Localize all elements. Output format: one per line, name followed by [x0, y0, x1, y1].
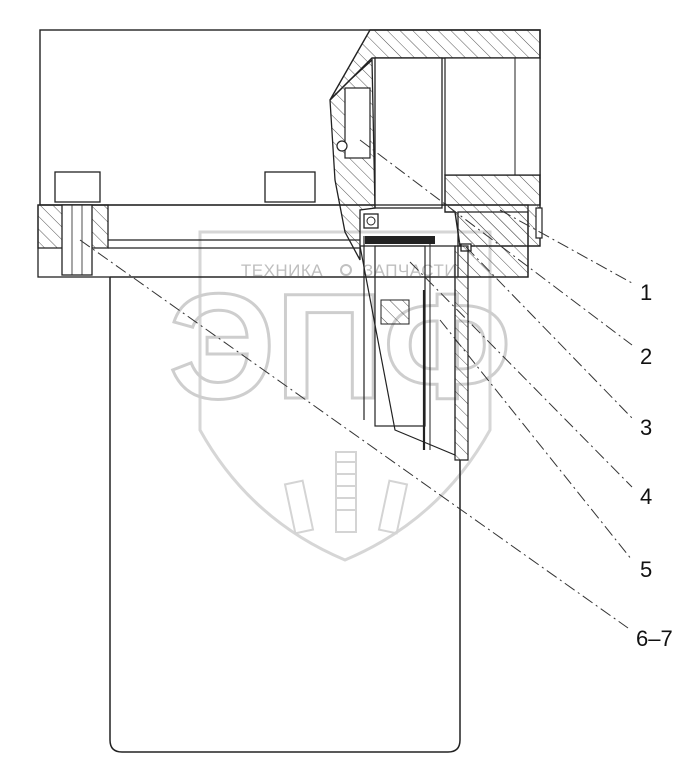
callout-3: 3 — [640, 415, 652, 440]
callout-numbers: 1 2 3 4 5 6–7 — [636, 280, 673, 651]
leader-1 — [499, 209, 633, 284]
leader-3 — [465, 246, 633, 419]
watermark-shield — [198, 230, 492, 562]
watermark-wheat-icon — [283, 451, 409, 535]
watermark-gear-icon — [340, 264, 352, 276]
callout-4: 4 — [640, 484, 652, 509]
callout-6-7: 6–7 — [636, 626, 673, 651]
leader-4 — [409, 261, 633, 488]
valve-cavity — [374, 57, 443, 209]
mounting-flange — [37, 204, 529, 278]
callout-2: 2 — [640, 344, 652, 369]
callout-1: 1 — [640, 280, 652, 305]
side-plug-right — [535, 207, 543, 239]
bleed-screw-middle — [264, 171, 316, 203]
leader-6-7 — [79, 239, 629, 629]
element-taper — [359, 245, 456, 456]
bleed-screw-left — [54, 171, 101, 203]
gasket-square — [363, 213, 379, 229]
element-cup-wall-hatched — [454, 245, 469, 461]
outlet-port-bore — [444, 57, 541, 176]
watermark-brand-right: ЗАПЧАСТИ — [363, 261, 457, 280]
element-mesh — [380, 299, 410, 325]
cup-outline — [109, 277, 461, 753]
filter-element — [359, 236, 469, 461]
filter-cup — [109, 276, 461, 753]
valve-ball — [336, 140, 348, 152]
leader-5 — [439, 319, 633, 561]
filter-head — [39, 29, 543, 261]
watermark-brand-left: ТЕХНИКА — [241, 261, 323, 280]
element-top-cap — [365, 236, 435, 244]
callout-5: 5 — [640, 557, 652, 582]
mounting-bolt-bore — [61, 204, 93, 276]
leader-lines — [79, 139, 633, 629]
bypass-valve-plunger — [344, 87, 371, 159]
leader-2 — [359, 139, 633, 346]
